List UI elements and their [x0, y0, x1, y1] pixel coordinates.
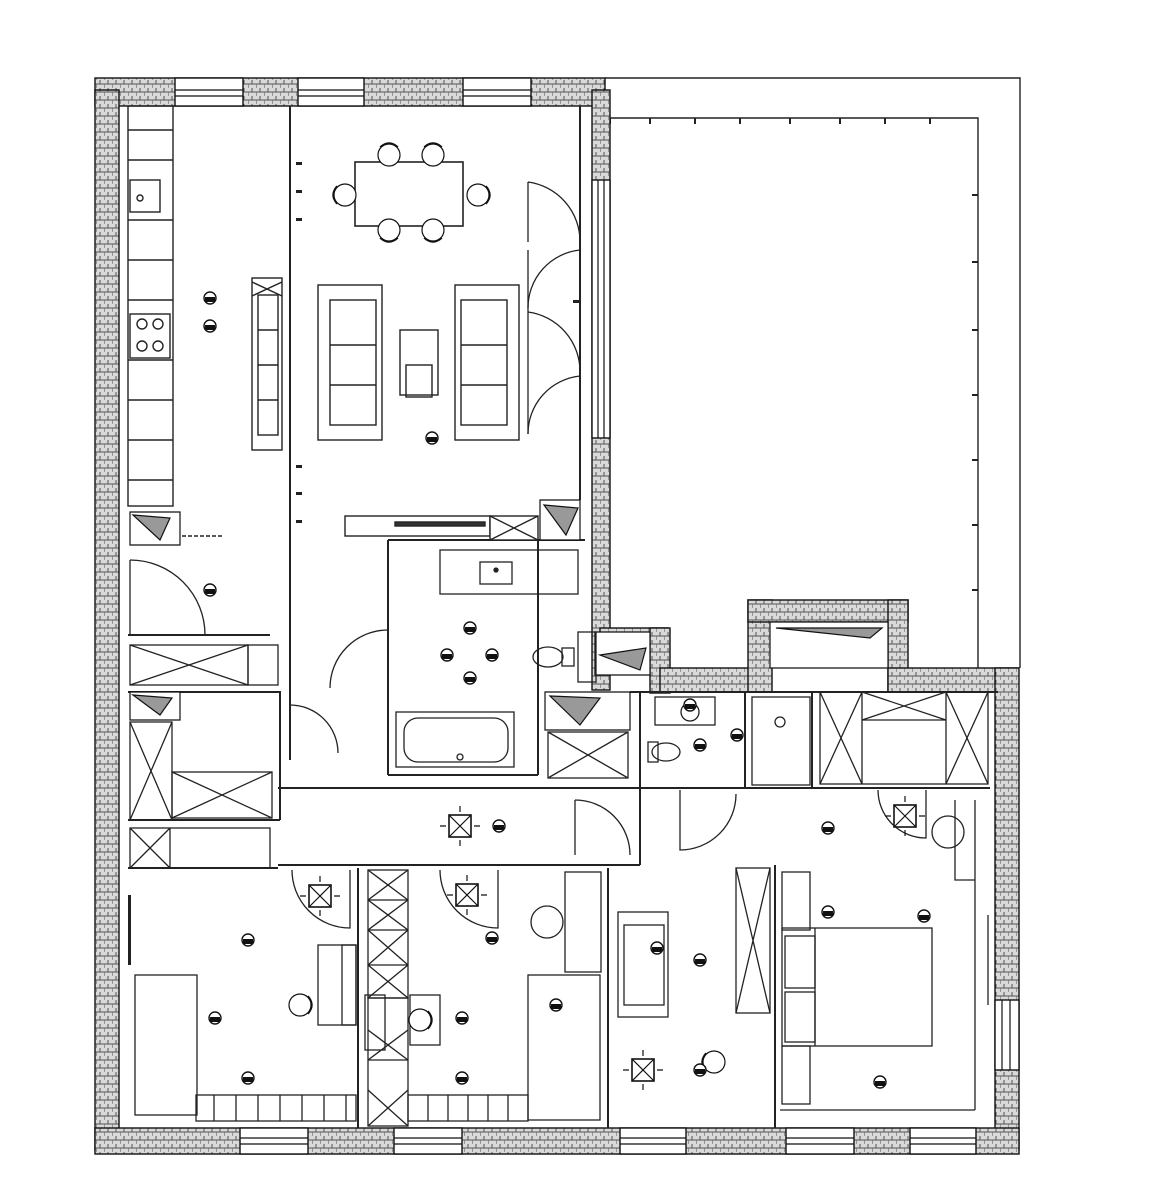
- dining-table: [332, 142, 491, 243]
- exterior-walls: [94, 77, 1020, 1155]
- shower-icon: [751, 696, 811, 786]
- tv-unit: [182, 515, 539, 541]
- bed-icon: [781, 927, 933, 1047]
- sink-icon: [129, 179, 161, 213]
- kitchen-island: [251, 277, 283, 451]
- cooktop-icon: [129, 313, 171, 359]
- terrace-doors: [527, 181, 581, 435]
- basin-icon: [479, 561, 513, 585]
- terrace: [605, 77, 1021, 668]
- ceiling-lights: [203, 291, 931, 1089]
- columns: [129, 499, 889, 731]
- toilet-icon: [532, 646, 564, 668]
- bedroom-furniture: [134, 800, 989, 1122]
- kitchen-counter: [127, 105, 174, 507]
- bathroom-fixtures: [395, 549, 811, 786]
- doors: [129, 559, 927, 929]
- wall-sockets: [128, 162, 579, 965]
- bathtub-icon: [395, 711, 515, 768]
- wc-basin-icon: [654, 696, 716, 726]
- sofas: [317, 284, 520, 441]
- wc-toilet-icon: [651, 742, 681, 762]
- wardrobes: [129, 644, 989, 1127]
